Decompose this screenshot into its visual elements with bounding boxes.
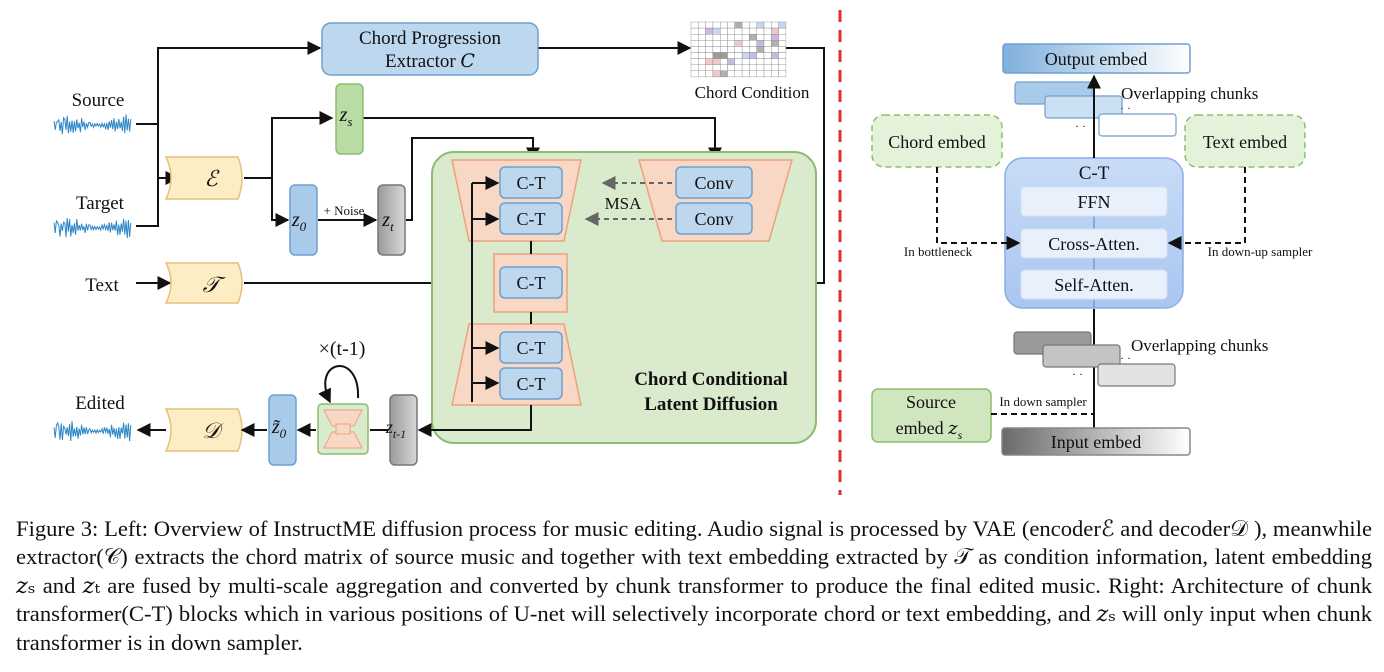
svg-text:· ·: · · — [1075, 119, 1086, 133]
source-waveform — [53, 114, 132, 135]
diffusion-title-line1: Chord Conditional — [634, 369, 788, 390]
bottom-overlapping-label: Overlapping chunks — [1131, 336, 1268, 355]
in-down-up-label: In down-up sampler — [1208, 244, 1313, 259]
decoder-shape — [164, 408, 243, 452]
caption-text: Figure 3: Left: Overview of InstructME d… — [16, 516, 1372, 655]
svg-text:Conv: Conv — [694, 173, 733, 193]
decoder-symbol: 𝒟 — [202, 418, 224, 443]
noise-label: + Noise — [324, 203, 365, 218]
encoder-symbol: ℰ — [204, 166, 220, 191]
cross-atten-box — [1020, 228, 1168, 259]
chord-extractor-line2: Extractor 𝐶 — [385, 51, 475, 72]
conv-block-1: Conv — [675, 166, 753, 199]
target-label: Target — [76, 193, 125, 214]
zs-box — [335, 83, 364, 155]
edited-waveform — [53, 420, 132, 442]
figure-3-diagram: Source Target Text Edited Chord Progress… — [53, 10, 1313, 495]
self-atten-label: Self-Atten. — [1054, 275, 1133, 295]
zt-box — [377, 184, 406, 256]
cross-atten-label: Cross-Atten. — [1048, 234, 1140, 254]
z0-box — [289, 184, 318, 256]
z0-symbol: z0 — [291, 209, 307, 234]
ct-block-up-2: C-T — [499, 367, 563, 400]
diffusion-title-line2: Latent Diffusion — [644, 394, 778, 415]
ct-block-down-2: C-T — [499, 202, 563, 235]
svg-text:· ·: · · — [1072, 367, 1083, 381]
top-overlapping-chunks: · · · · — [1014, 81, 1177, 137]
source-embed-line1: Source — [906, 392, 956, 412]
ct-block-down-1: C-T — [499, 166, 563, 199]
svg-text:· ·: · · — [1120, 351, 1131, 365]
zt1-box — [389, 394, 418, 466]
zt-symbol: zt — [381, 209, 394, 234]
diffusion-connectors — [417, 176, 532, 437]
in-down-label: In down sampler — [999, 394, 1087, 409]
cross-atten-inputs — [936, 167, 1246, 250]
loop-arrow — [318, 365, 360, 404]
zt1-symbol: zt-1 — [385, 417, 406, 441]
ct-block-up-1: C-T — [499, 331, 563, 364]
msa-arrows — [584, 176, 672, 226]
chord-extractor-line1: Chord Progression — [359, 28, 501, 49]
input-embed-label: Input embed — [1051, 432, 1141, 452]
bottom-overlapping-chunks: · · · · — [1013, 331, 1176, 387]
target-waveform — [53, 218, 132, 239]
svg-text:Conv: Conv — [694, 209, 733, 229]
top-overlapping-label: Overlapping chunks — [1121, 84, 1258, 103]
svg-text:C-T: C-T — [517, 273, 546, 293]
output-embed-box — [1002, 43, 1191, 74]
svg-text:C-T: C-T — [517, 173, 546, 193]
figure-caption: Figure 3: Left: Overview of InstructME d… — [16, 515, 1372, 657]
source-embed-box — [871, 388, 992, 443]
text-embed-box — [1184, 114, 1306, 168]
denoise-step-icon — [317, 403, 369, 455]
text-embed-label: Text embed — [1203, 132, 1287, 152]
source-label: Source — [72, 90, 125, 111]
z0tilde-symbol: z̃0 — [271, 416, 287, 441]
svg-text:C-T: C-T — [517, 338, 546, 358]
ct-block-bottleneck: C-T — [499, 266, 563, 299]
svg-text:C-T: C-T — [517, 209, 546, 229]
z0tilde-box — [268, 394, 297, 466]
loop-label: ×(t-1) — [319, 338, 366, 360]
msa-label: MSA — [605, 194, 643, 213]
chord-condition-matrix — [690, 21, 787, 78]
input-embed-box — [1001, 427, 1191, 456]
edited-label: Edited — [75, 393, 125, 414]
chord-condition-label: Chord Condition — [695, 83, 810, 102]
chord-embed-label: Chord embed — [888, 132, 985, 152]
svg-text:· ·: · · — [1120, 101, 1131, 115]
zs-symbol: zs — [339, 104, 353, 129]
output-embed-label: Output embed — [1045, 49, 1147, 69]
in-bottleneck-label: In bottleneck — [904, 244, 973, 259]
text-label: Text — [85, 275, 119, 296]
text-encoder-shape — [164, 262, 243, 304]
chord-extractor-box — [321, 22, 539, 76]
source-embed-line2: embed 𝑧s — [896, 418, 963, 442]
conv-block-2: Conv — [675, 202, 753, 235]
ffn-label: FFN — [1077, 192, 1110, 212]
ffn-box — [1020, 186, 1168, 217]
svg-text:C-T: C-T — [517, 374, 546, 394]
self-atten-box — [1020, 269, 1168, 300]
encoder-shape — [164, 156, 243, 200]
ct-architecture-title: C-T — [1079, 163, 1110, 184]
